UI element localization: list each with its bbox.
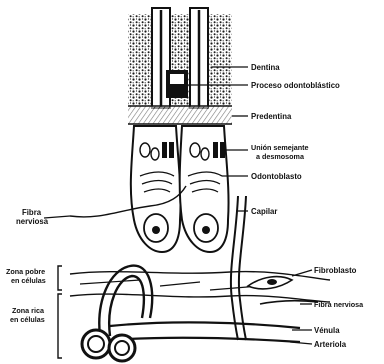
label-venula: Vénula [314, 326, 340, 335]
label-predentina: Predentina [251, 112, 292, 121]
label-dentina: Dentina [251, 63, 280, 72]
label-zona-pobre-2: en células [11, 276, 46, 285]
label-zona-pobre-1: Zona pobre [6, 267, 45, 276]
label-union-1: Unión semejante [251, 143, 309, 152]
label-fibra-2: nerviosa [16, 217, 49, 226]
label-capilar: Capilar [251, 207, 277, 216]
label-odontoblasto: Odontoblasto [251, 172, 302, 181]
predentin-layer [128, 106, 232, 124]
label-union-2: a desmosoma [256, 152, 305, 161]
dentin-layer [128, 8, 232, 108]
label-fibra-nerviosa-right: Fibra nerviosa [314, 300, 364, 309]
label-proceso: Proceso odontoblástico [251, 81, 340, 90]
label-fibra-1: Fibra [22, 208, 42, 217]
blood-vessels [82, 322, 300, 361]
label-fibroblasto: Fibroblasto [314, 266, 357, 275]
label-arteriola: Arteriola [314, 340, 347, 349]
label-zona-rica-2: en células [10, 315, 45, 324]
pulp-zones [70, 266, 330, 336]
odontoblast-cells [131, 126, 229, 252]
zone-brackets [58, 266, 62, 358]
label-zona-rica-1: Zona rica [12, 306, 45, 315]
